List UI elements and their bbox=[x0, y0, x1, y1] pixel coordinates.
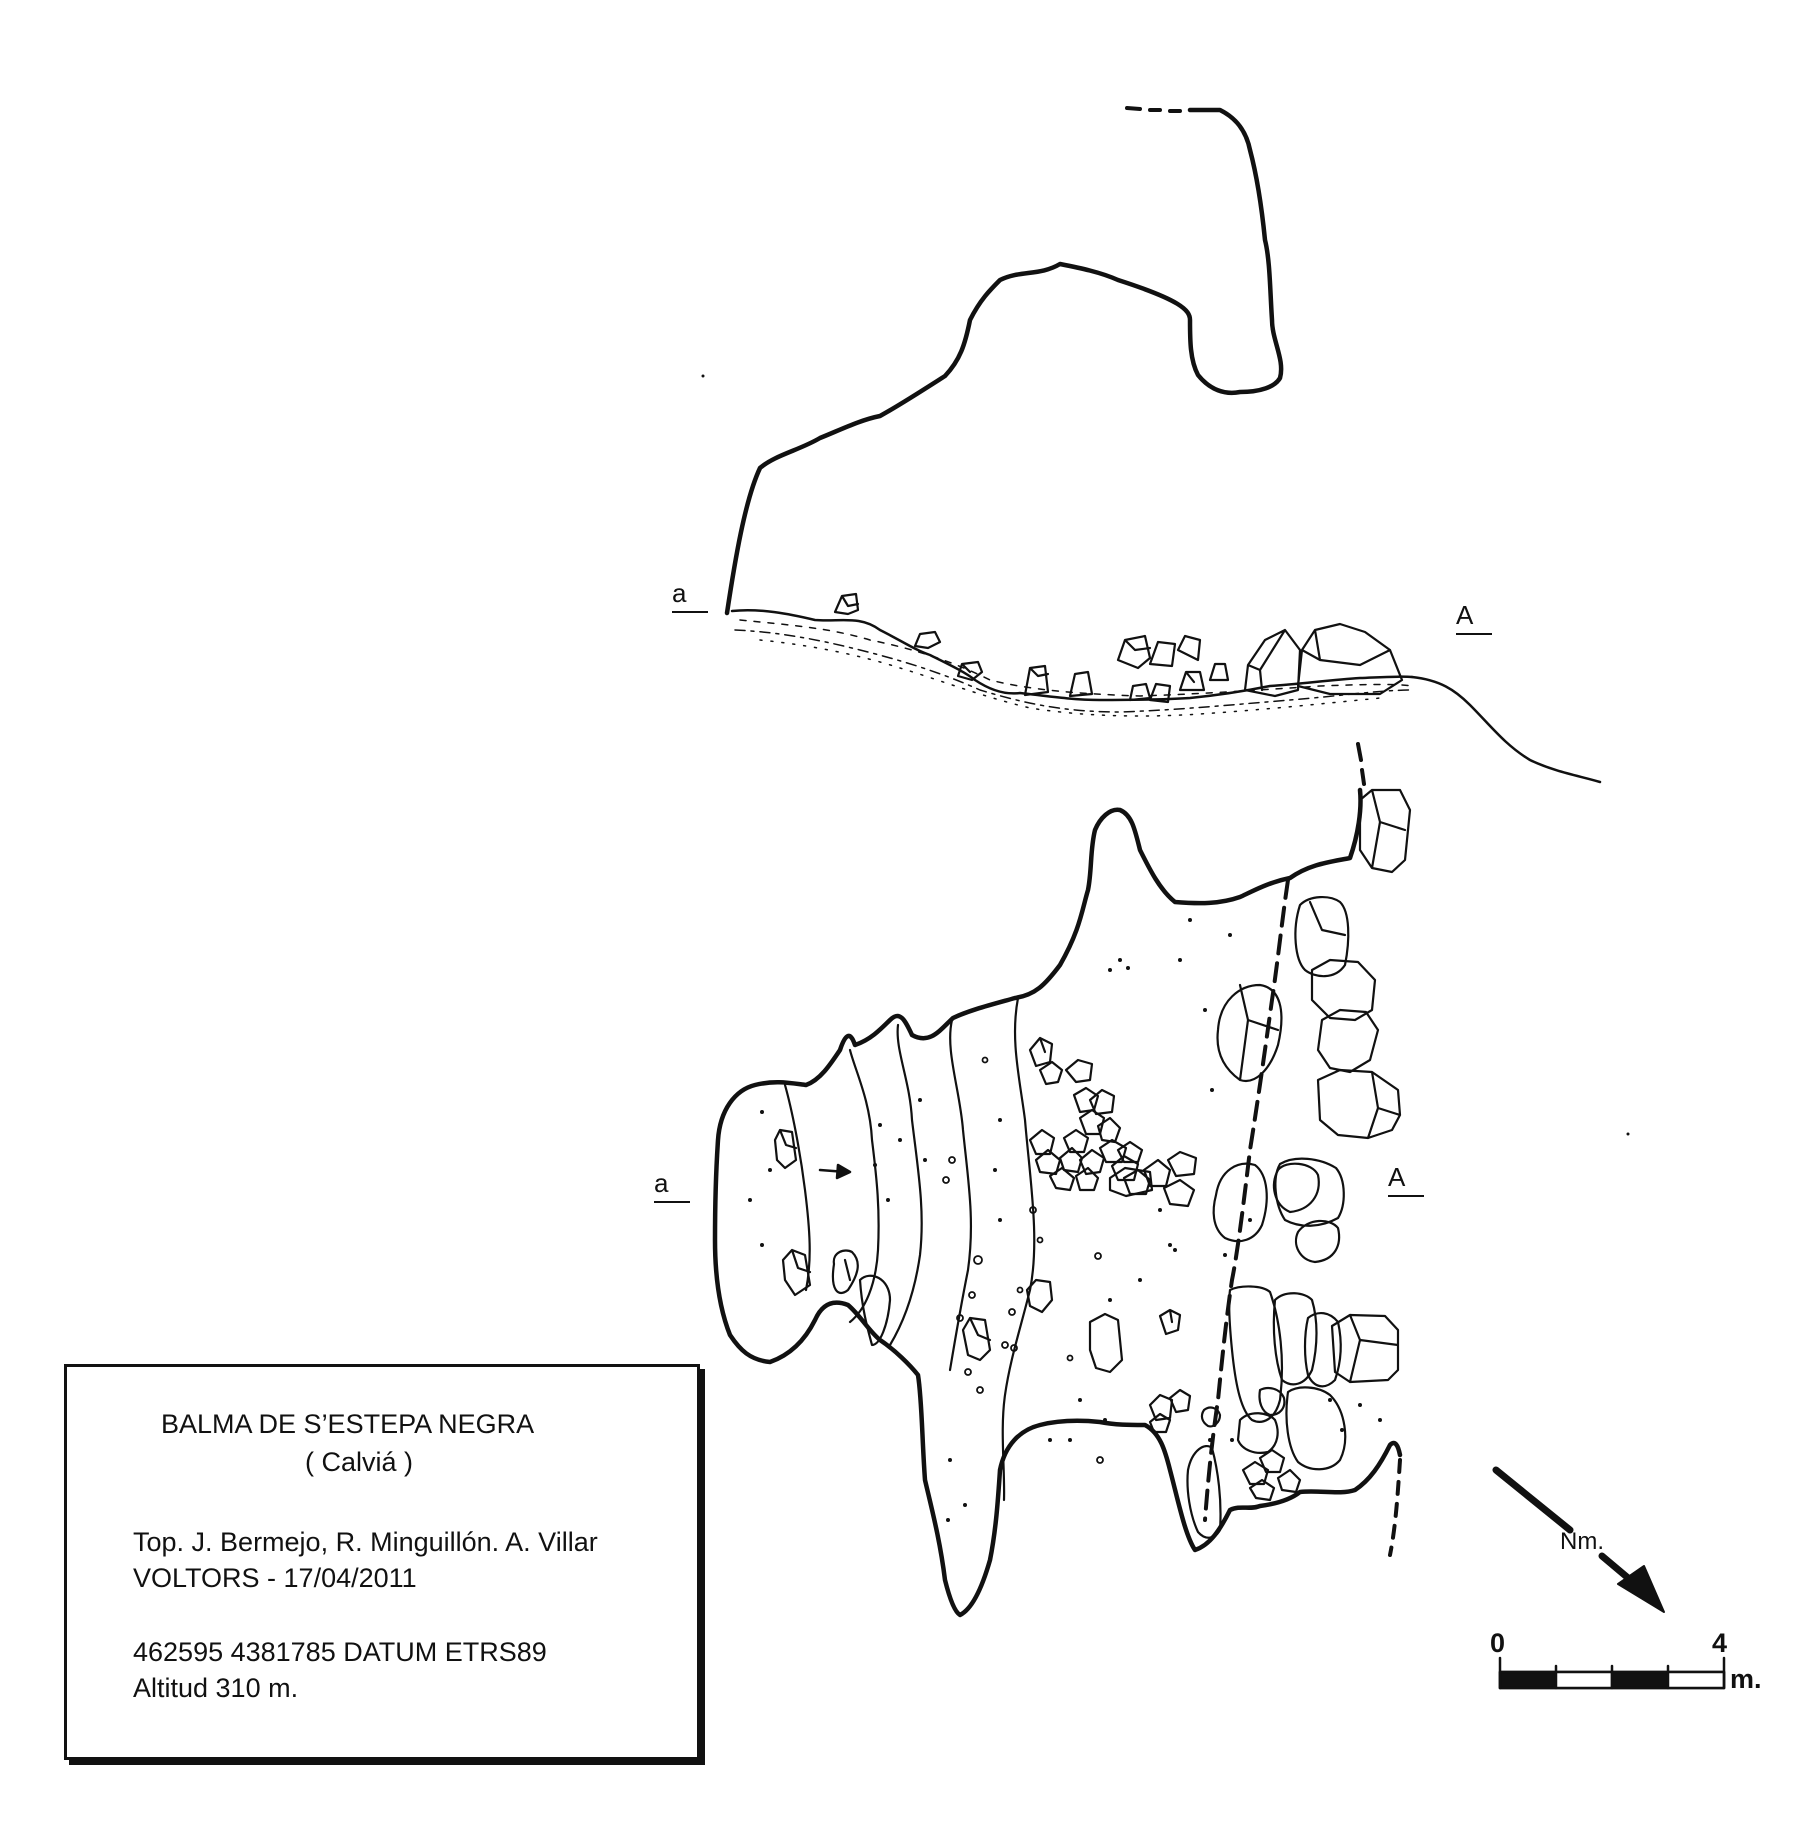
section-letter: a bbox=[654, 1168, 669, 1198]
section-label-plan-left: a bbox=[654, 1168, 690, 1203]
scale-start-label: 0 bbox=[1490, 1628, 1506, 1658]
survey-info-box: BALMA DE S’ESTEPA NEGRA ( Calviá ) Top. … bbox=[64, 1364, 700, 1760]
scale-segment-1 bbox=[1498, 1670, 1558, 1690]
scale-unit-label: m. bbox=[1730, 1664, 1762, 1694]
cave-profile-section bbox=[724, 106, 1602, 786]
section-underline bbox=[1456, 633, 1492, 635]
section-underline bbox=[672, 611, 708, 613]
scale-segment-2 bbox=[1554, 1670, 1614, 1690]
north-arrow-icon bbox=[1492, 1466, 1665, 1613]
flow-arrow-icon bbox=[818, 1163, 852, 1180]
section-underline bbox=[1388, 1195, 1424, 1197]
survey-coordinates: 462595 4381785 DATUM ETRS89 bbox=[133, 1637, 547, 1667]
survey-authors: Top. J. Bermejo, R. Minguillón. A. Villa… bbox=[133, 1527, 598, 1557]
section-letter: a bbox=[672, 578, 687, 608]
section-label-profile-left: a bbox=[672, 578, 708, 613]
scale-segment-3 bbox=[1610, 1670, 1670, 1690]
section-label-plan-right: A bbox=[1388, 1162, 1424, 1197]
scale-segment-4 bbox=[1666, 1670, 1726, 1690]
section-label-profile-right: A bbox=[1456, 600, 1492, 635]
survey-municipality: ( Calviá ) bbox=[305, 1447, 414, 1477]
north-label: Nm. bbox=[1560, 1528, 1604, 1555]
survey-altitude: Altitud 310 m. bbox=[133, 1673, 299, 1703]
section-underline bbox=[654, 1201, 690, 1203]
section-letter: A bbox=[1456, 600, 1474, 630]
survey-group-date: VOLTORS - 17/04/2011 bbox=[133, 1563, 417, 1593]
section-letter: A bbox=[1388, 1162, 1406, 1192]
cave-plan-view bbox=[701, 374, 1630, 1618]
survey-title: BALMA DE S’ESTEPA NEGRA bbox=[161, 1409, 535, 1439]
scale-end-label: 4 bbox=[1712, 1628, 1728, 1658]
scale-bar bbox=[1498, 1656, 1726, 1690]
